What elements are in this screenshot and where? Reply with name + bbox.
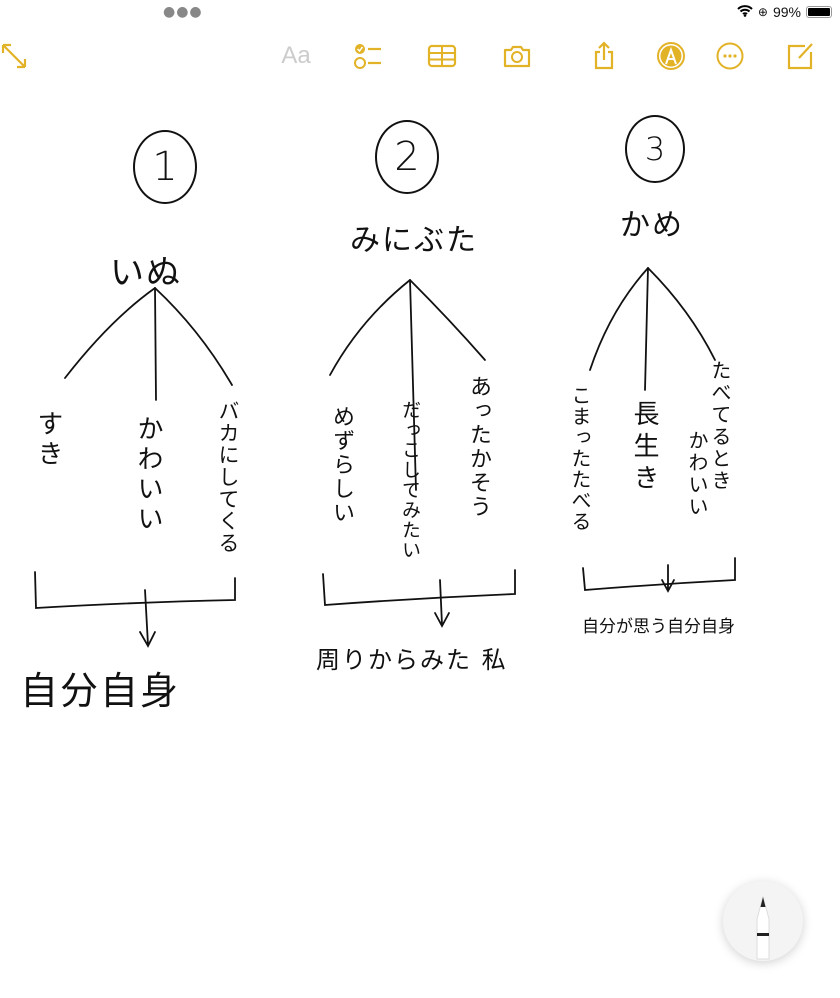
format-button[interactable]: Aa (281, 42, 311, 69)
item-text: たべてるとき (708, 360, 732, 492)
expand-icon[interactable] (0, 40, 30, 72)
circled-number: 3 (625, 115, 685, 183)
pencil-icon (756, 895, 770, 960)
item-text: だっこしてみたい (399, 400, 421, 560)
tree-1 (34, 287, 236, 648)
battery-icon (806, 6, 832, 18)
item-text: こまったたべる (568, 385, 592, 532)
summary-label: 周りからみた 私 (316, 646, 508, 674)
tree-3 (582, 267, 736, 593)
share-icon[interactable] (588, 40, 620, 72)
status-bar: ●●● ⊕ 99% (0, 0, 840, 26)
pencil-tool-button[interactable] (723, 881, 803, 961)
multitasking-dots-icon[interactable]: ●●● (163, 4, 203, 20)
column-title: いぬ (110, 253, 182, 293)
battery-percent: 99% (772, 4, 801, 20)
orientation-lock-icon: ⊕ (757, 5, 768, 19)
markup-pen-icon[interactable] (655, 40, 687, 72)
tree-2 (322, 279, 516, 628)
wifi-icon (737, 4, 753, 20)
circled-number: 2 (375, 120, 439, 194)
item-text: 長生き (629, 400, 659, 496)
item-text: めずらしい (329, 405, 354, 525)
table-icon[interactable] (426, 40, 458, 72)
column-title: かめ (620, 208, 684, 243)
compose-icon[interactable] (784, 40, 816, 72)
summary-label: 自分が思う自分自身 (582, 617, 735, 637)
item-text: かわいい (133, 415, 163, 535)
checklist-icon[interactable] (352, 40, 384, 72)
item-text: かわいい (685, 430, 709, 518)
summary-label: 自分自身 (20, 669, 181, 713)
item-text: あったかそう (466, 375, 491, 519)
column-title: みにぶた (350, 223, 478, 258)
item-text: バカにしてくる (216, 400, 240, 554)
camera-icon[interactable] (501, 40, 533, 72)
item-text: すき (33, 410, 63, 470)
circled-number: 1 (133, 130, 197, 204)
more-icon[interactable] (714, 40, 746, 72)
